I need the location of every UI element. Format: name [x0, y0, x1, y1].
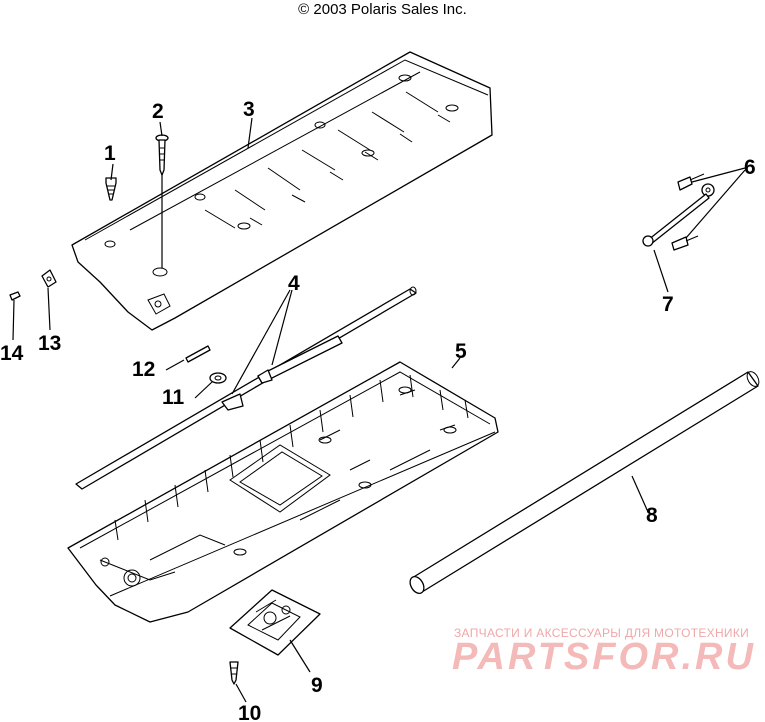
fasteners: [9, 134, 715, 685]
callout-14: 14: [0, 342, 24, 365]
callout-6: 6: [744, 156, 756, 179]
callout-2: 2: [152, 100, 164, 123]
callout-13: 13: [38, 332, 61, 355]
callout-5: 5: [455, 340, 467, 363]
callout-8: 8: [646, 504, 658, 527]
callout-9: 9: [311, 674, 323, 697]
callout-1: 1: [104, 142, 116, 165]
callout-labels: 1 2 3 4 5 6 7 8 9 10 11 12 13 14: [0, 98, 756, 722]
callout-7: 7: [662, 293, 674, 316]
callout-12: 12: [132, 358, 155, 381]
callout-11: 11: [162, 386, 185, 409]
watermark-logo: PARTSFOR.RU: [452, 636, 756, 678]
part-8-tube: [409, 371, 760, 595]
part-5-lower-housing: [67, 361, 499, 623]
part-9-latch-plate: [229, 589, 321, 656]
callout-10: 10: [238, 702, 261, 722]
callout-4: 4: [288, 272, 300, 295]
watermark-subtitle: ЗАПЧАСТИ И АКСЕССУАРЫ ДЛЯ МОТОТЕХНИКИ: [454, 626, 750, 640]
part-3-upper-cover: [71, 51, 493, 331]
part-4-rods: [75, 286, 417, 490]
copyright-text: © 2003 Polaris Sales Inc.: [298, 1, 467, 18]
callout-3: 3: [243, 98, 255, 121]
leader-lines: [12, 117, 746, 703]
